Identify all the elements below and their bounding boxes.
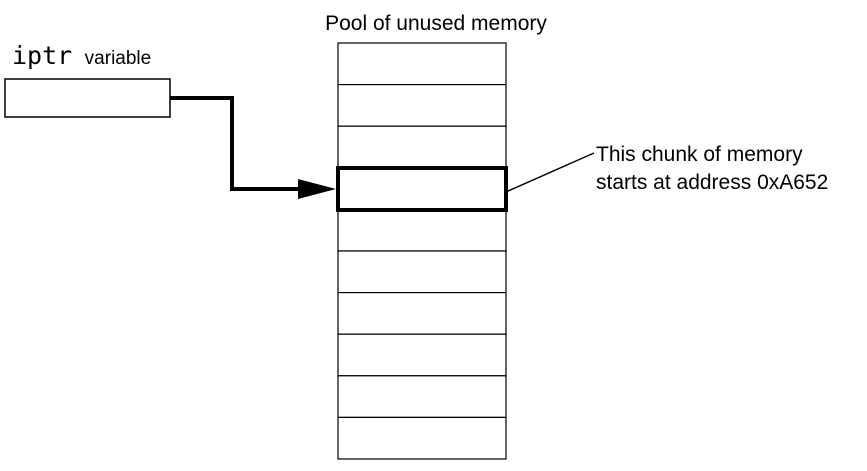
pool-title: Pool of unused memory xyxy=(325,12,547,35)
memory-slot xyxy=(337,167,507,211)
highlighted-memory-chunk xyxy=(336,166,508,212)
variable-label: iptr variable xyxy=(12,41,151,70)
memory-slot xyxy=(337,416,507,460)
memory-slot xyxy=(337,125,507,169)
memory-slot xyxy=(337,292,507,335)
annotation-leader-line xyxy=(505,152,595,193)
memory-slot xyxy=(337,375,507,418)
annotation-line-1: This chunk of memory xyxy=(596,143,803,166)
pointer-arrowhead xyxy=(298,179,336,199)
memory-slot xyxy=(337,42,507,86)
memory-slot xyxy=(337,208,507,252)
variable-name: iptr xyxy=(12,41,72,70)
memory-pool xyxy=(337,42,507,460)
memory-slot xyxy=(337,333,507,377)
variable-box xyxy=(4,78,171,118)
memory-slot xyxy=(337,83,507,127)
variable-suffix: variable xyxy=(85,48,152,69)
memory-slot xyxy=(337,250,507,294)
pointer-arrow-line xyxy=(170,96,300,191)
annotation-line-2: starts at address 0xA652 xyxy=(596,171,828,194)
